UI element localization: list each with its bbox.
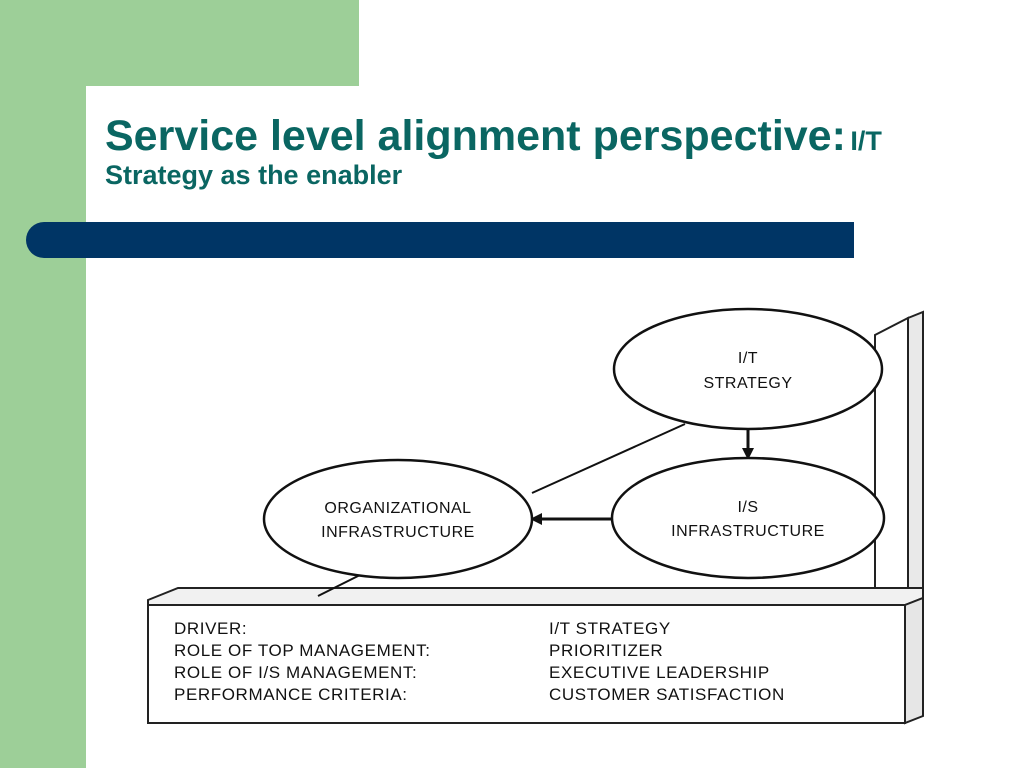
org-infrastructure-label-line1: ORGANIZATIONAL (324, 500, 471, 517)
table-row-value: EXECUTIVE LEADERSHIP (549, 663, 770, 682)
table-row-value: I/T STRATEGY (549, 619, 671, 638)
it-strategy-node (612, 307, 884, 431)
table-row-label: DRIVER: (174, 619, 247, 638)
title-underline-bar (26, 222, 854, 258)
title-accent: I/T (850, 126, 882, 156)
slide-title: Service level alignment perspective: I/T… (105, 112, 1005, 190)
it-strategy-label-line2: STRATEGY (703, 375, 792, 392)
it-strategy-label-line1: I/T (738, 350, 758, 367)
is-infrastructure-node (610, 456, 886, 580)
title-main: Service level alignment perspective: (105, 112, 846, 160)
left-accent-stripe (0, 0, 86, 768)
org-infrastructure-label-line2: INFRASTRUCTURE (321, 524, 475, 541)
top-accent-block (86, 0, 359, 86)
title-subtitle: Strategy as the enabler (105, 160, 403, 191)
is-infrastructure-label-line1: I/S (737, 499, 758, 516)
summary-table-box (147, 587, 924, 725)
strategy-to-org-connector (531, 423, 686, 494)
table-row-label: ROLE OF TOP MANAGEMENT: (174, 641, 431, 660)
is-infrastructure-label-line2: INFRASTRUCTURE (671, 523, 825, 540)
org-infrastructure-node (262, 458, 534, 580)
table-row-label: PERFORMANCE CRITERIA: (174, 685, 408, 704)
org-to-table-connector (317, 574, 361, 597)
table-row-value: CUSTOMER SATISFACTION (549, 685, 785, 704)
table-row-value: PRIORITIZER (549, 641, 663, 660)
table-row-label: ROLE OF I/S MANAGEMENT: (174, 663, 417, 682)
